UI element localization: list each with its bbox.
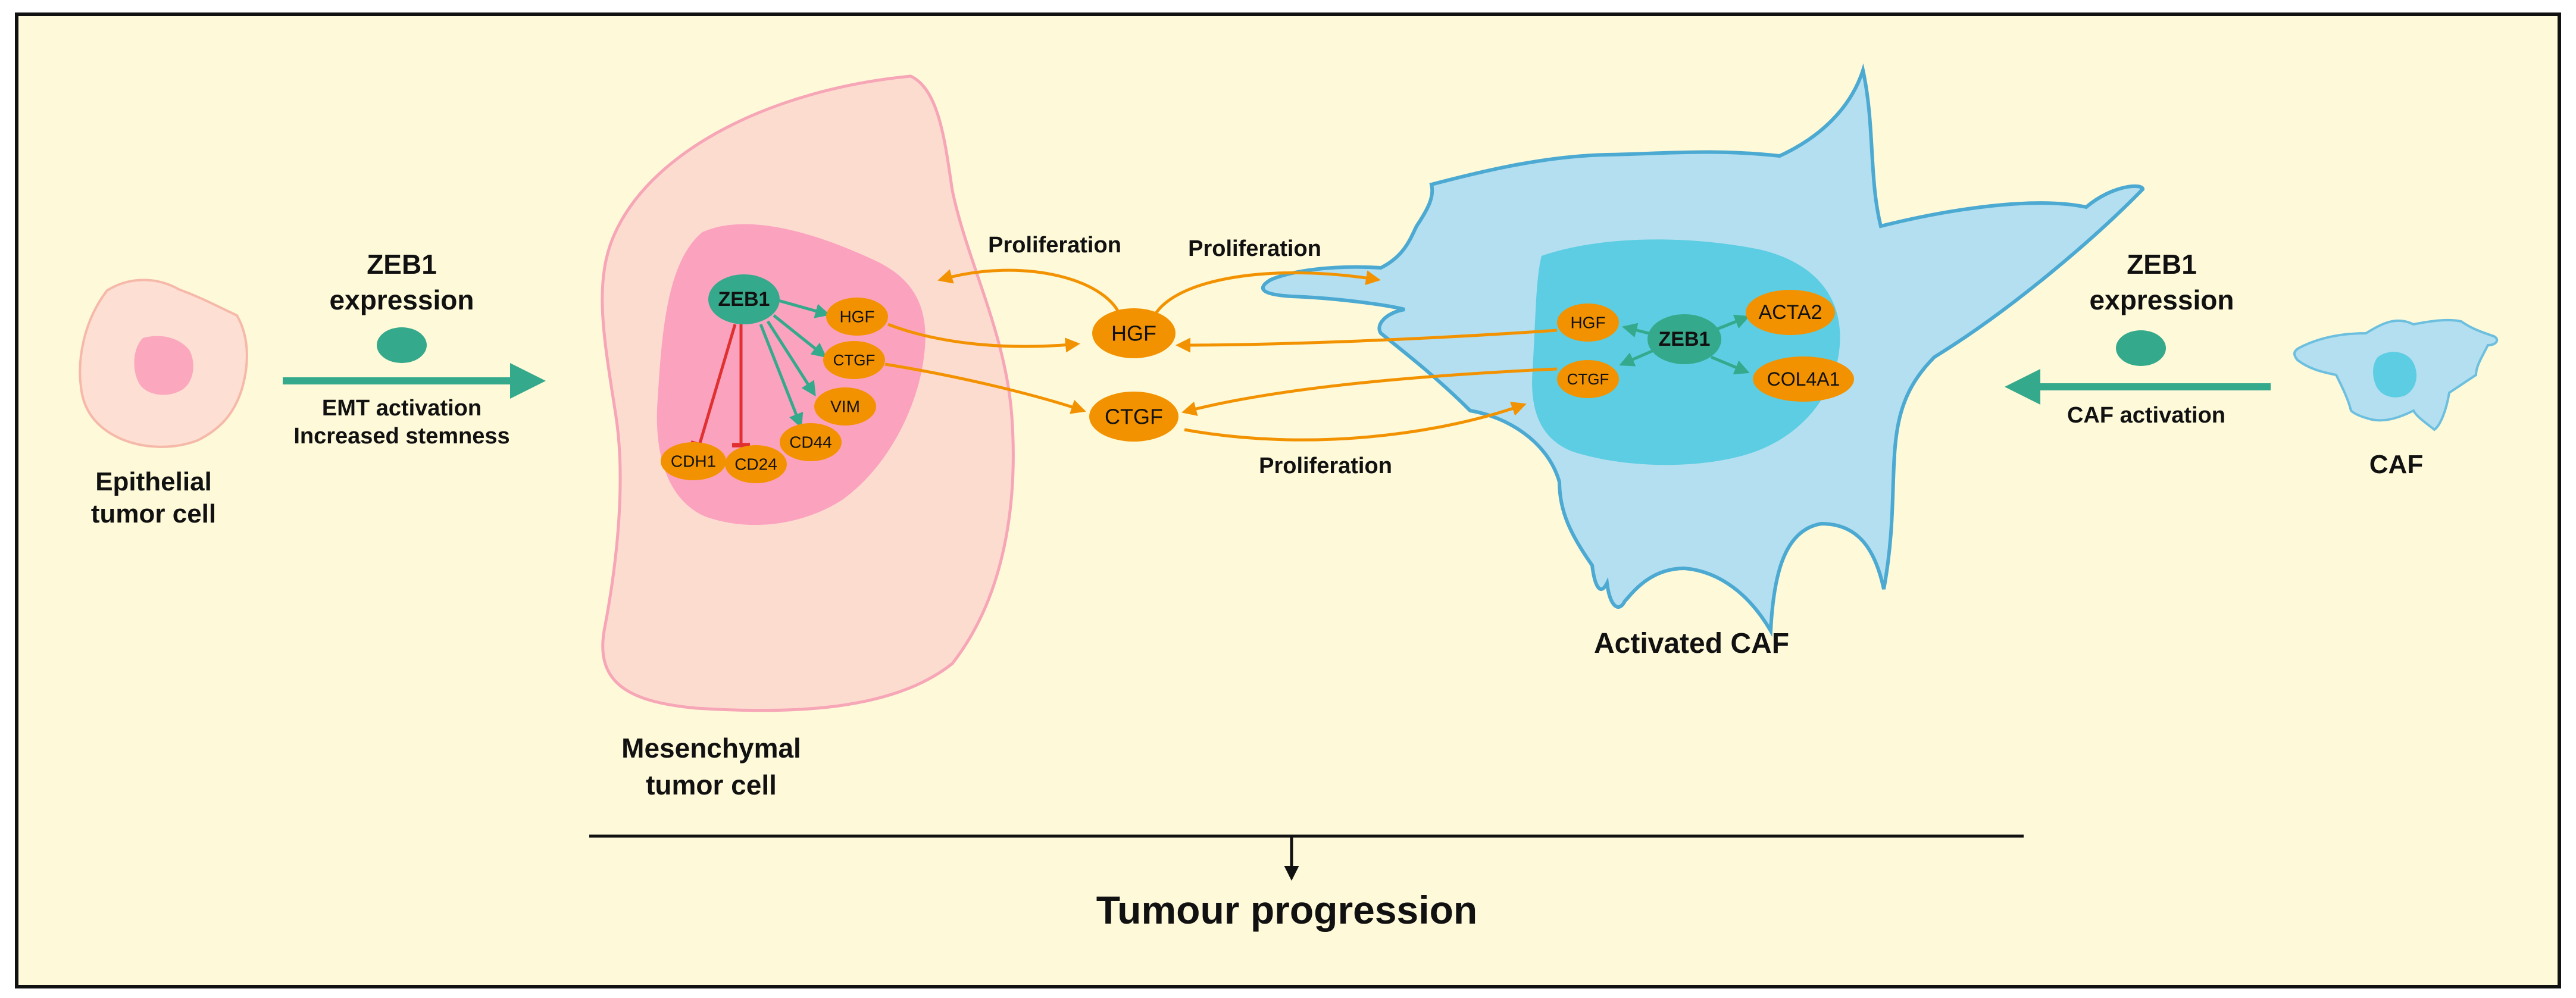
- secreted-hgf-label: HGF: [1111, 321, 1156, 346]
- tumor-ctgf-to-secreted-ctgf: [884, 362, 1086, 414]
- tumor-cd44-label: CD44: [789, 433, 832, 452]
- caf-label: CAF: [2369, 450, 2423, 479]
- right-zeb1-protein-icon: [2116, 330, 2166, 366]
- hgf-proliferation-tumor-arrow: [937, 268, 1124, 322]
- epithelial-tumor-cell: [79, 279, 248, 448]
- caf-activation-caption: CAF activation: [2067, 403, 2225, 428]
- caf-zeb1-label: ZEB1: [1659, 328, 1711, 351]
- caf-ctgf-to-secreted-ctgf: [1181, 367, 1558, 417]
- tumor-vim-node: [814, 387, 876, 426]
- tumor-cd24-node: [725, 445, 787, 483]
- caf-ctgf-node: [1557, 360, 1619, 398]
- ctgf-proliferation-caf-arrow: [1184, 401, 1527, 442]
- tumor-ctgf-node: [823, 341, 885, 379]
- quiescent-caf-nucleus: [2373, 352, 2416, 398]
- secreted-hgf-node: [1092, 308, 1176, 358]
- epithelial-label-line2: tumor cell: [91, 499, 216, 528]
- caf-zeb1-to-hgf-arrow: [1622, 323, 1649, 337]
- hgf-proliferation-caf-arrow: [1150, 270, 1381, 322]
- caf-hgf-to-secreted-hgf: [1176, 329, 1558, 353]
- zeb1-to-ctgf-arrow: [773, 314, 827, 358]
- quiescent-caf-cell: [2293, 318, 2499, 431]
- left-zeb1-title: ZEB1: [367, 249, 437, 280]
- caf-col4a1-node: [1753, 356, 1854, 402]
- diagram-frame: [15, 12, 2561, 988]
- proliferation-label-left: Proliferation: [988, 233, 1121, 258]
- tumor-hgf-to-secreted-hgf: [887, 323, 1080, 353]
- increased-stemness-caption: Increased stemness: [293, 424, 509, 449]
- caf-acta2-node: [1746, 290, 1835, 335]
- tumor-ctgf-label: CTGF: [833, 351, 876, 369]
- zeb1-inhibits-cdh1: [690, 324, 737, 450]
- tumor-zeb1-node: [708, 274, 780, 324]
- caf-hgf-label: HGF: [1570, 314, 1605, 332]
- tumor-cd24-label: CD24: [734, 455, 777, 474]
- caf-zeb1-node: [1647, 314, 1721, 364]
- activated-caf-label: Activated CAF: [1594, 628, 1789, 659]
- tumour-progression-label: Tumour progression: [1096, 888, 1477, 932]
- mesenchymal-label-line1: Mesenchymal: [621, 733, 801, 764]
- caf-col4a1-label: COL4A1: [1767, 368, 1840, 390]
- proliferation-label-right: Proliferation: [1188, 236, 1321, 261]
- zeb1-to-hgf-arrow: [778, 299, 830, 318]
- tumor-cdh1-node: [661, 442, 726, 480]
- mesenchymal-label-line2: tumor cell: [646, 769, 777, 800]
- caf-zeb1-to-ctgf-arrow: [1619, 348, 1655, 367]
- zeb1-to-vim-arrow: [766, 320, 816, 397]
- tumor-hgf-label: HGF: [839, 308, 874, 326]
- proliferation-label-bottom: Proliferation: [1259, 453, 1392, 478]
- caf-zeb1-to-col4a1-arrow: [1711, 355, 1750, 374]
- left-expression-title: expression: [330, 284, 474, 315]
- tumor-cd44-node: [780, 423, 842, 461]
- right-zeb1-title: ZEB1: [2127, 249, 2197, 280]
- caf-acta2-label: ACTA2: [1758, 301, 1822, 324]
- tumor-hgf-node: [826, 298, 888, 336]
- caf-ctgf-label: CTGF: [1567, 370, 1609, 388]
- caf-zeb1-to-acta2-arrow: [1714, 314, 1750, 332]
- caf-hgf-node: [1557, 304, 1619, 342]
- secreted-ctgf-node: [1089, 392, 1178, 442]
- epithelial-cell-nucleus: [134, 336, 193, 395]
- emt-activation-caption: EMT activation: [322, 396, 482, 421]
- tumor-cdh1-label: CDH1: [671, 452, 716, 471]
- tumor-zeb1-label: ZEB1: [718, 288, 770, 311]
- left-zeb1-protein-icon: [377, 327, 427, 363]
- epithelial-label-line1: Epithelial: [95, 467, 212, 496]
- right-expression-title: expression: [2090, 284, 2234, 315]
- secreted-ctgf-label: CTGF: [1105, 405, 1163, 429]
- zeb1-to-cd44-arrow: [759, 324, 804, 428]
- tumor-vim-label: VIM: [830, 398, 860, 416]
